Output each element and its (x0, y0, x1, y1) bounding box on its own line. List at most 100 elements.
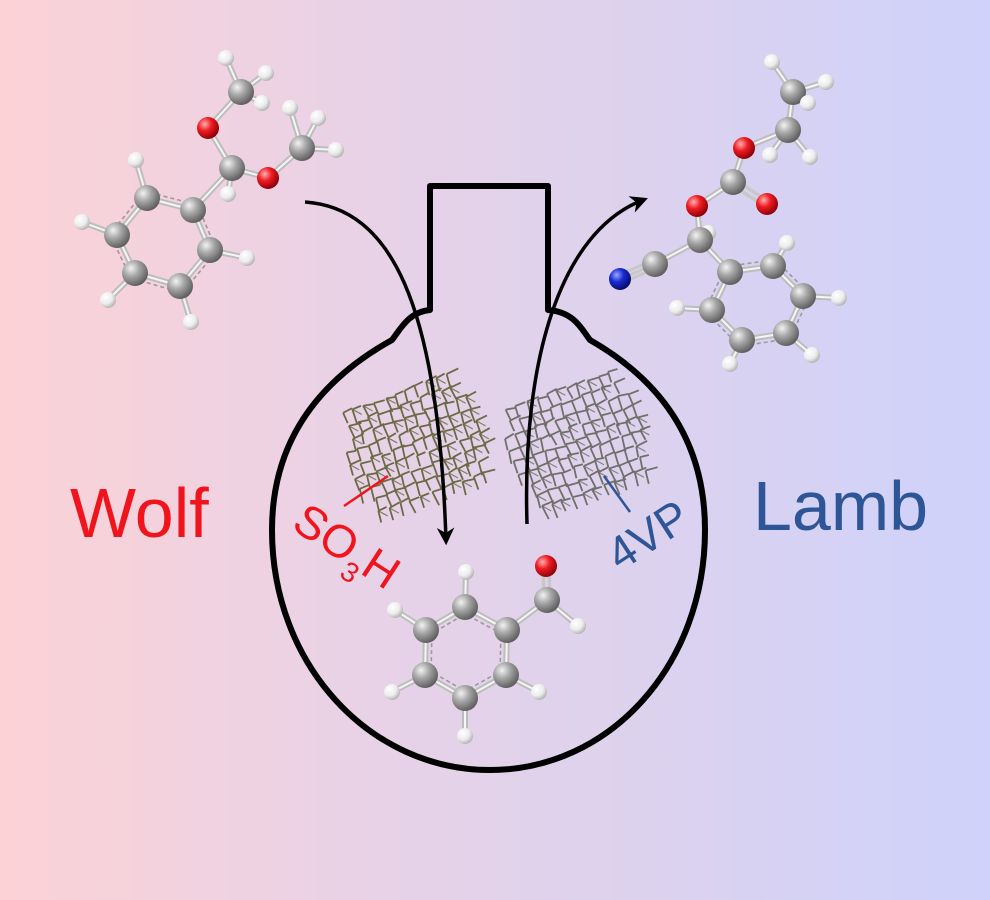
acid-framework (342, 367, 496, 523)
framework-strut (380, 481, 388, 494)
carbon-atom (760, 253, 786, 279)
hydrogen-atom (218, 50, 234, 66)
curved-arrow-in (304, 200, 455, 546)
framework-strut (449, 381, 462, 389)
framework-strut (465, 396, 476, 403)
framework-strut (614, 452, 620, 467)
framework-strut (419, 397, 424, 411)
framework-strut (349, 464, 360, 471)
framework-strut (398, 429, 409, 437)
framework-strut (448, 411, 461, 418)
framework-strut (565, 415, 575, 422)
framework-strut (582, 492, 593, 500)
framework-strut (622, 409, 631, 424)
framework-strut (366, 474, 377, 481)
framework-strut (560, 430, 572, 434)
framework-strut (560, 399, 573, 406)
framework-strut (555, 389, 566, 396)
framework-strut (384, 461, 395, 468)
framework-strut (394, 489, 402, 502)
framework-strut (464, 452, 475, 459)
framework-strut (557, 459, 566, 474)
framework-strut (469, 429, 481, 437)
framework-strut (375, 497, 380, 511)
framework-strut (472, 476, 480, 490)
framework-strut (428, 451, 439, 458)
hydrogen-atom (802, 149, 818, 165)
framework-strut (456, 397, 466, 404)
framework-strut (552, 471, 563, 476)
framework-strut (628, 457, 639, 463)
framework-strut (410, 399, 422, 405)
framework-strut (594, 459, 605, 466)
framework-strut (402, 443, 414, 448)
framework-strut (579, 451, 585, 463)
framework-strut (514, 405, 520, 418)
framework-strut (370, 452, 383, 458)
framework-strut (465, 396, 472, 409)
framework-strut (342, 412, 349, 424)
framework-strut (518, 418, 526, 433)
framework-strut (391, 479, 402, 486)
framework-strut (639, 425, 651, 431)
framework-strut (514, 401, 526, 407)
framework-strut (388, 507, 395, 521)
framework-strut (348, 425, 359, 432)
framework-strut (419, 496, 425, 509)
framework-strut (463, 418, 473, 425)
framework-strut (597, 376, 606, 391)
hydrogen-atom (183, 314, 199, 330)
framework-strut (452, 456, 463, 463)
framework-strut (595, 404, 606, 411)
framework-strut (532, 454, 539, 467)
framework-strut (551, 503, 559, 519)
carbon-atom (729, 327, 755, 353)
carbon-atom (699, 297, 725, 323)
framework-strut (555, 389, 563, 402)
framework-strut (585, 406, 596, 413)
framework-strut (387, 437, 398, 444)
carbon-atom (717, 259, 743, 285)
framework-strut (389, 501, 401, 509)
framework-strut (448, 472, 459, 479)
framework-strut (479, 427, 491, 435)
framework-strut (560, 500, 567, 512)
framework-strut (578, 479, 588, 486)
framework-strut (630, 432, 638, 445)
framework-strut (560, 432, 571, 439)
framework-strut (541, 473, 553, 480)
framework-strut (581, 390, 592, 396)
oxygen-atom (686, 195, 708, 217)
framework-strut (367, 410, 379, 418)
framework-strut (416, 451, 426, 457)
framework-strut (381, 452, 391, 457)
framework-strut (514, 434, 522, 449)
framework-strut (549, 402, 563, 409)
framework-strut (465, 390, 477, 398)
framework-strut (465, 460, 476, 466)
acid-tag-line (343, 474, 389, 508)
hydrogen-atom (310, 110, 326, 126)
framework-strut (637, 413, 649, 419)
hydrogen-atom (387, 602, 403, 618)
framework-strut (403, 390, 409, 404)
framework-strut (377, 414, 383, 427)
framework-strut (414, 414, 419, 427)
framework-strut (393, 421, 404, 428)
framework-strut (634, 466, 647, 474)
framework-strut (399, 405, 405, 419)
hydrogen-atom (220, 186, 236, 202)
framework-strut (635, 446, 640, 458)
framework-strut (410, 467, 422, 474)
framework-strut (385, 493, 393, 508)
framework-strut (438, 418, 448, 426)
framework-strut (413, 385, 420, 398)
framework-strut (469, 409, 476, 424)
framework-strut (435, 476, 443, 490)
framework-strut (554, 420, 562, 433)
framework-strut (505, 407, 516, 411)
oxygen-atom (733, 137, 755, 159)
oxygen-atom (535, 555, 557, 577)
framework-strut (530, 484, 538, 499)
